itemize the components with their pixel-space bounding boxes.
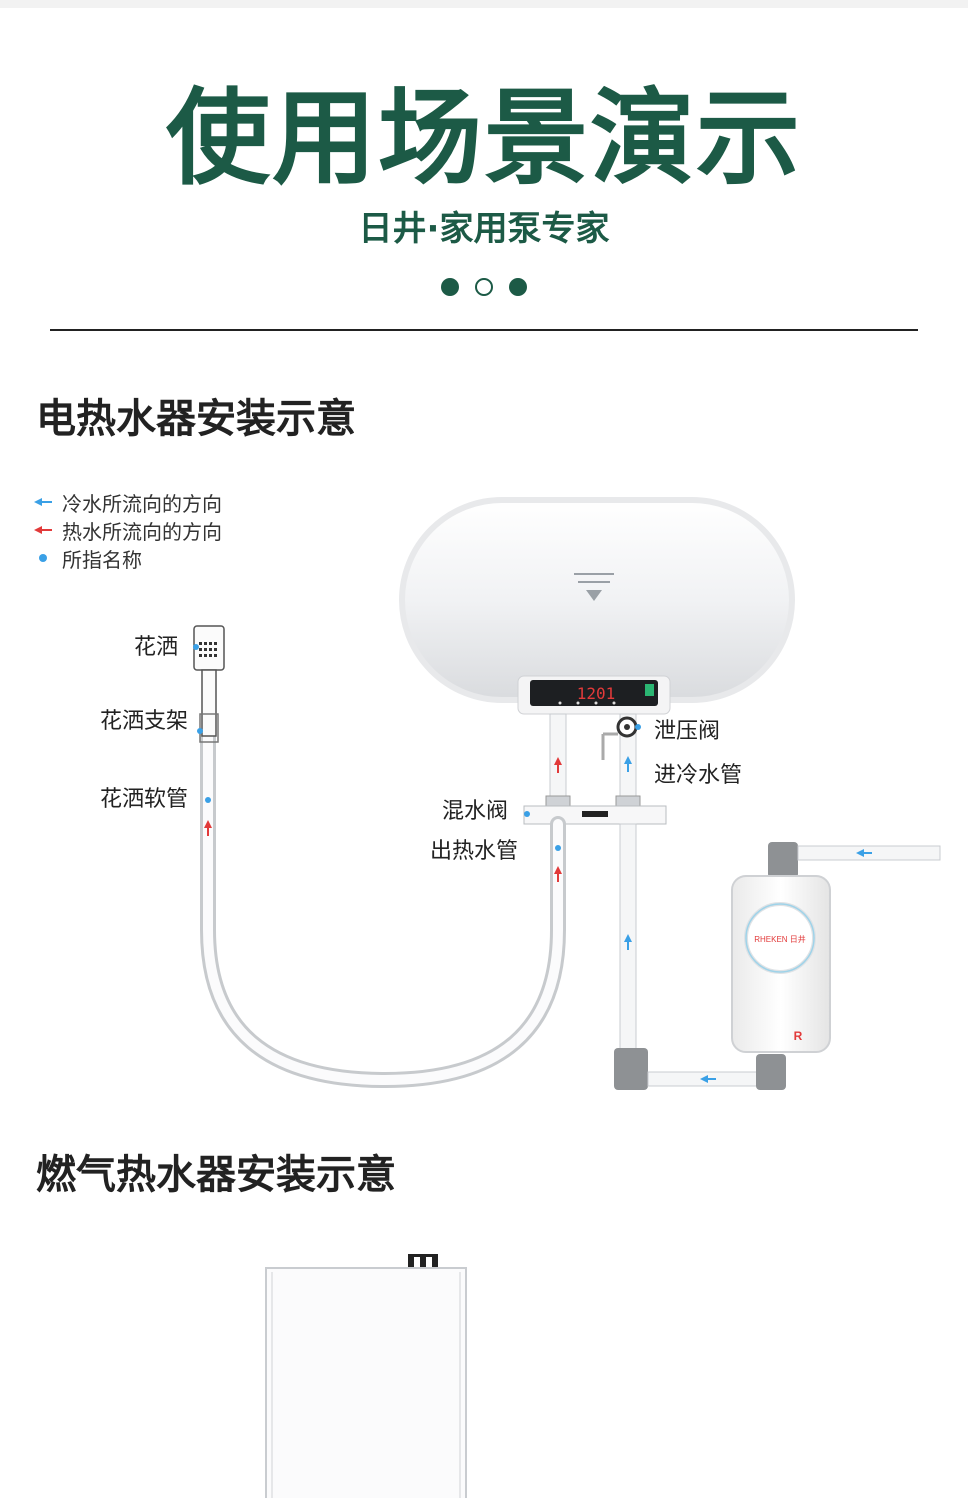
hot-arrow-icon bbox=[32, 526, 54, 534]
page-title: 使用场景演示 bbox=[165, 77, 802, 199]
shower-hose-outline bbox=[200, 727, 566, 1089]
pointer-dot bbox=[524, 811, 530, 817]
pointer-dot-icon bbox=[32, 554, 54, 562]
label-cold-inlet-pipe: 进冷水管 bbox=[654, 763, 743, 788]
cold-flow-arrows bbox=[624, 756, 872, 1083]
legend-label: 所指名称 bbox=[62, 547, 142, 572]
cold-flow-arrow bbox=[700, 1075, 716, 1083]
pager-dot-1[interactable] bbox=[441, 278, 459, 296]
label-mixing-valve: 混水阀 bbox=[442, 799, 509, 824]
pointer-dot bbox=[197, 728, 203, 734]
booster-pump: RHEKEN 日井 R bbox=[731, 875, 831, 1053]
hot-flow-arrow bbox=[204, 820, 212, 836]
cold-arrow-icon bbox=[32, 498, 54, 506]
pager-dot-3[interactable] bbox=[509, 278, 527, 296]
pointer-dot bbox=[555, 845, 561, 851]
cold-flow-arrow bbox=[624, 756, 632, 772]
hot-flow-arrow bbox=[554, 866, 562, 882]
electric-water-heater: 1201 bbox=[399, 497, 795, 715]
hot-flow-arrow bbox=[554, 757, 562, 773]
mixing-valve bbox=[523, 795, 667, 825]
pump-logo-icon: R bbox=[794, 1029, 803, 1043]
carousel-pager bbox=[0, 278, 968, 296]
legend-item-hot: 热水所流向的方向 bbox=[32, 516, 222, 544]
legend-item-name: 所指名称 bbox=[32, 544, 222, 572]
legend-label: 热水所流向的方向 bbox=[62, 519, 222, 544]
hand-shower bbox=[193, 625, 225, 743]
pump-brand-text: RHEKEN 日井 bbox=[754, 934, 806, 944]
pointer-dot bbox=[635, 724, 641, 730]
label-hot-outlet-pipe: 出热水管 bbox=[430, 839, 519, 864]
pointer-dots bbox=[193, 644, 641, 851]
hot-flow-arrows bbox=[204, 757, 562, 882]
gas-water-heater bbox=[265, 1254, 467, 1498]
legend-label: 冷水所流向的方向 bbox=[62, 491, 222, 516]
label-pressure-relief-valve: 泄压阀 bbox=[654, 719, 721, 744]
pager-dot-2-active[interactable] bbox=[475, 278, 493, 296]
flow-legend: 冷水所流向的方向 热水所流向的方向 所指名称 bbox=[32, 488, 222, 572]
heater-display-readout: 1201 bbox=[577, 684, 616, 703]
label-shower-bracket: 花洒支架 bbox=[100, 709, 189, 734]
pointer-dot bbox=[205, 797, 211, 803]
label-shower: 花洒 bbox=[134, 635, 179, 660]
pointer-dot bbox=[193, 644, 199, 650]
section-title-gas: 燃气热水器安装示意 bbox=[36, 1152, 396, 1198]
shower-hose bbox=[203, 730, 563, 1086]
section-divider bbox=[50, 329, 918, 331]
cold-flow-arrow bbox=[624, 934, 632, 950]
page-subtitle: 日井·家用泵专家 bbox=[358, 209, 610, 249]
legend-item-cold: 冷水所流向的方向 bbox=[32, 488, 222, 516]
label-shower-hose: 花洒软管 bbox=[100, 787, 189, 812]
pressure-relief-valve bbox=[601, 716, 638, 760]
cold-flow-arrow bbox=[856, 849, 872, 857]
top-strip bbox=[0, 0, 968, 8]
section-title-electric: 电热水器安装示意 bbox=[36, 396, 356, 442]
